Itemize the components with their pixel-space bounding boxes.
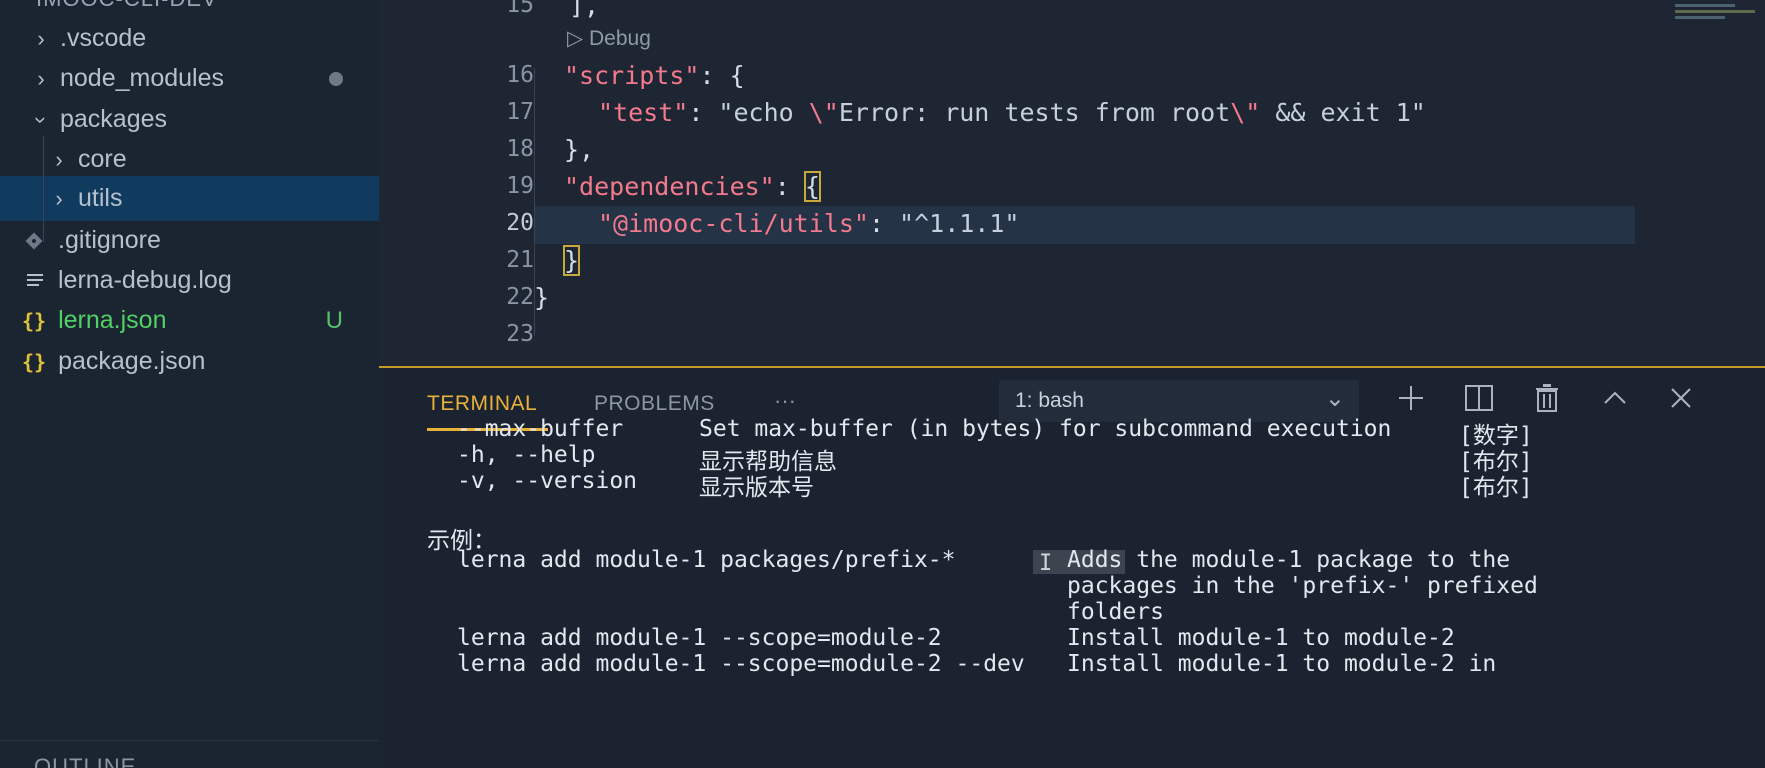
- terminal-example-cmd: lerna add module-1 packages/prefix-*: [457, 547, 956, 573]
- code-line-15: ],: [569, 0, 600, 20]
- chevron-right-icon: ›: [37, 65, 45, 91]
- terminal-example-desc: Install module-1 to module-2 in: [1067, 651, 1497, 677]
- code-line-21: }: [562, 243, 581, 279]
- code-line-19: "dependencies": {: [564, 171, 821, 202]
- active-tab-underline: [427, 428, 548, 431]
- line-number: 22: [506, 284, 534, 310]
- terminal-option-flag: -h, --help: [457, 442, 596, 468]
- divider: [0, 740, 379, 741]
- tree-item-label: core: [78, 145, 127, 173]
- log-lines-icon: [27, 273, 43, 286]
- json-braces-icon: {}: [22, 308, 47, 333]
- tree-item-label: .vscode: [60, 24, 147, 52]
- json-braces-icon: {}: [22, 349, 47, 374]
- explorer-sidebar: IMOOC-CLI-DEV › .vscode › node_modules ›…: [0, 0, 379, 768]
- terminal-examples-header: 示例：: [427, 528, 496, 554]
- tab-problems[interactable]: PROBLEMS: [594, 392, 715, 415]
- chevron-right-icon: ›: [37, 25, 45, 51]
- maximize-panel-icon[interactable]: [1595, 378, 1635, 418]
- terminal-panel: TERMINAL PROBLEMS ··· 1: bash ⌄ --max-bu…: [379, 366, 1765, 768]
- terminal-option-type: [数字]: [1459, 423, 1533, 449]
- terminal-selection: [1033, 550, 1125, 574]
- line-number: 21: [506, 247, 534, 273]
- terminal-example-desc: Adds the module-1 package to the: [1067, 547, 1511, 573]
- tree-item-label: lerna.json: [58, 306, 167, 334]
- line-number: 19: [506, 173, 534, 199]
- tree-item-gitignore[interactable]: .gitignore: [0, 218, 379, 263]
- modified-dot-icon: [329, 71, 343, 86]
- tree-item-label: packages: [60, 105, 168, 133]
- chevron-right-icon: ›: [55, 146, 63, 172]
- code-line-16: "scripts": {: [564, 61, 745, 90]
- terminal-example-cmd: lerna add module-1 --scope=module-2: [457, 625, 942, 651]
- indent-guide: [534, 68, 535, 336]
- terminal-example-desc: Install module-1 to module-2: [1067, 625, 1455, 651]
- tree-item-label: utils: [78, 184, 123, 212]
- more-actions-icon[interactable]: ···: [774, 388, 796, 413]
- terminal-selector-value: 1: bash: [1015, 389, 1084, 412]
- plus-icon[interactable]: [1391, 378, 1431, 418]
- line-number-gutter: 15 16 17 18 19 20 21 22 23: [379, 0, 534, 366]
- tree-item-core[interactable]: › core: [0, 137, 379, 182]
- line-number: 16: [506, 62, 534, 88]
- text-cursor-icon: I: [1039, 551, 1053, 576]
- debug-codelens[interactable]: ▷ Debug: [567, 27, 651, 50]
- project-title: IMOOC-CLI-DEV: [36, 0, 218, 12]
- minimap[interactable]: [1665, 0, 1765, 26]
- matched-bracket: {: [803, 171, 821, 202]
- code-line-18: },: [564, 135, 595, 164]
- split-terminal-icon[interactable]: [1459, 378, 1499, 418]
- tree-item-packages[interactable]: › packages: [0, 97, 379, 142]
- terminal-option-desc: 显示帮助信息: [699, 449, 837, 475]
- terminal-option-flag: -v, --version: [457, 468, 638, 494]
- terminal-option-desc: Set max-buffer (in bytes) for subcommand…: [699, 416, 1392, 442]
- current-line-highlight: [534, 206, 1635, 244]
- terminal-example-cmd: lerna add module-1 --scope=module-2 --de…: [457, 651, 1025, 677]
- code-editor[interactable]: 15 16 17 18 19 20 21 22 23 ], ▷ Debug "s…: [379, 0, 1765, 366]
- chevron-down-icon: ⌄: [1324, 385, 1345, 412]
- code-line-17: "test": "echo \"Error: run tests from ro…: [598, 98, 1426, 127]
- code-line-22: }: [534, 283, 550, 312]
- terminal-option-type: [布尔]: [1459, 475, 1533, 501]
- line-number: 23: [506, 321, 534, 347]
- close-icon[interactable]: [1661, 378, 1701, 418]
- line-number: 17: [506, 99, 534, 125]
- tree-item-vscode[interactable]: › .vscode: [0, 16, 379, 61]
- tree-item-package-json[interactable]: {} package.json: [0, 339, 379, 384]
- tree-item-label: .gitignore: [58, 226, 161, 254]
- trash-icon[interactable]: [1527, 378, 1567, 418]
- tab-terminal[interactable]: TERMINAL: [427, 392, 538, 415]
- tree-item-label: lerna-debug.log: [58, 266, 232, 294]
- tree-item-lerna-debug-log[interactable]: lerna-debug.log: [0, 258, 379, 303]
- outline-section-header[interactable]: OUTLINE: [34, 754, 137, 768]
- terminal-option-desc: 显示版本号: [699, 475, 814, 501]
- git-icon: [25, 232, 43, 249]
- tree-item-label: package.json: [58, 347, 206, 375]
- terminal-example-desc: folders: [1067, 599, 1164, 625]
- line-number: 20: [506, 210, 534, 236]
- terminal-option-flag: --max-buffer: [457, 416, 624, 442]
- terminal-option-type: [布尔]: [1459, 449, 1533, 475]
- code-line-20: "@imooc-cli/utils": "^1.1.1": [598, 209, 1020, 238]
- chevron-right-icon: ›: [55, 185, 63, 211]
- terminal-selector[interactable]: 1: bash ⌄: [999, 380, 1359, 422]
- tree-item-label: node_modules: [60, 64, 225, 92]
- line-number: 18: [506, 136, 534, 162]
- tree-item-node-modules[interactable]: › node_modules: [0, 56, 379, 101]
- tree-item-utils[interactable]: › utils: [0, 176, 379, 221]
- terminal-example-desc: packages in the 'prefix-' prefixed: [1067, 573, 1538, 599]
- line-number: 15: [506, 0, 534, 18]
- chevron-down-icon: ›: [29, 115, 54, 124]
- tree-item-lerna-json[interactable]: {} lerna.json U: [0, 298, 379, 343]
- matched-bracket: }: [562, 245, 581, 276]
- untracked-badge: U: [325, 306, 343, 334]
- indent-guide: [43, 136, 44, 242]
